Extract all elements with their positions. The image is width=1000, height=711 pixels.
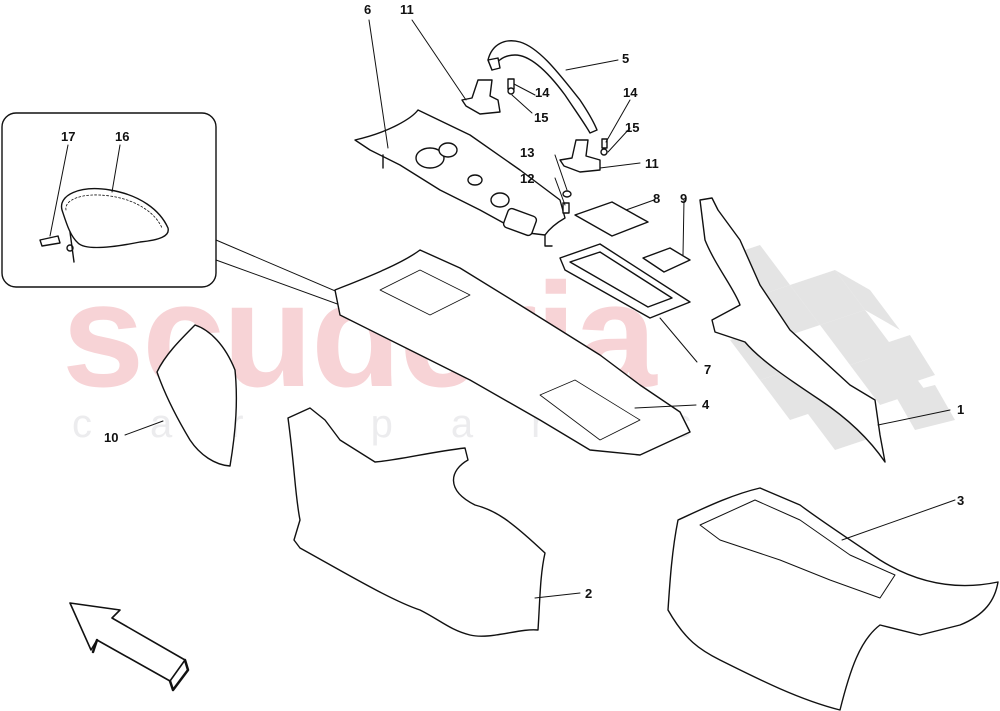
callout-4: 4 (702, 397, 710, 412)
callout-8: 8 (653, 191, 661, 206)
callout-13: 13 (520, 145, 535, 160)
callout-15-right: 15 (625, 120, 640, 135)
part-9-mat (642, 247, 691, 273)
callout-5: 5 (622, 51, 630, 66)
callout-2: 2 (585, 586, 593, 601)
part-8-mat (574, 201, 649, 237)
callout-9: 9 (680, 191, 688, 206)
callout-14-left: 14 (535, 85, 550, 100)
callout-10: 10 (104, 430, 119, 445)
callout-14-right: 14 (623, 85, 638, 100)
callout-11-left: 11 (400, 2, 414, 17)
callout-15-left: 15 (534, 110, 549, 125)
part-4-center-console (334, 249, 691, 456)
part-10-side-shield (156, 324, 238, 467)
callout-6: 6 (364, 2, 372, 17)
part-11-brackets (461, 79, 601, 173)
front-direction-arrow (69, 602, 190, 692)
callout-3: 3 (957, 493, 965, 508)
callout-17: 17 (61, 129, 76, 144)
callout-7: 7 (704, 362, 712, 377)
parts-14-15-fasteners (507, 78, 608, 214)
part-5-grab-handle (487, 40, 598, 134)
part-3-rear-cover (667, 487, 999, 711)
callout-11-right: 11 (645, 156, 659, 171)
callout-12: 12 (520, 171, 535, 186)
callout-1: 1 (957, 402, 965, 417)
callout-16: 16 (115, 129, 130, 144)
part-6-upper-trim (354, 109, 566, 247)
inset-detail-box (1, 112, 217, 288)
part-2-lower-panel (287, 407, 546, 637)
part-7-storage-tray (559, 243, 691, 319)
part-1-side-trim (699, 197, 886, 463)
